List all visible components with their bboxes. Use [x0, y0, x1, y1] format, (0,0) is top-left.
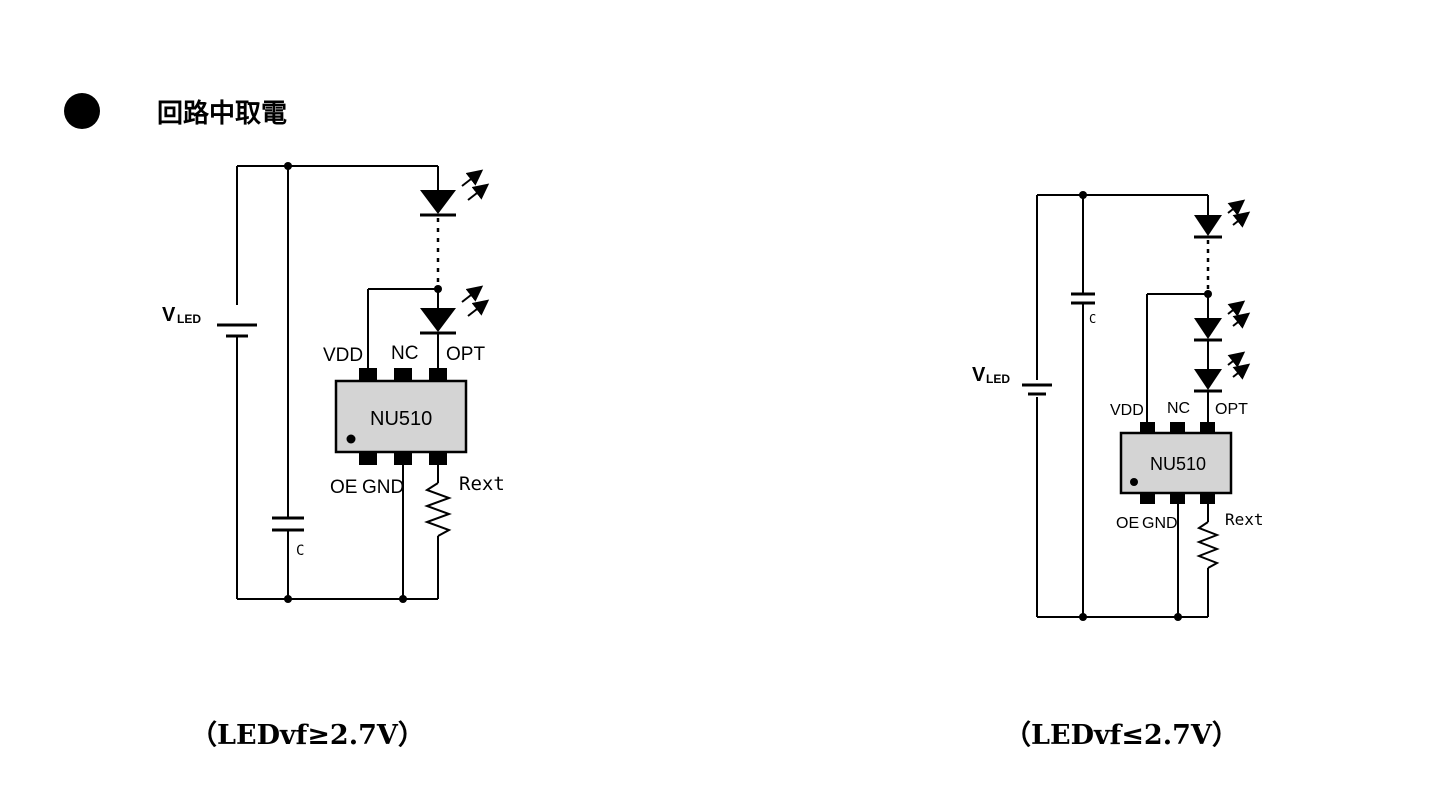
supply-label: V	[972, 364, 986, 386]
circuit-diagram-right: V LED C	[972, 191, 1264, 621]
chip-label: NU510	[370, 408, 432, 430]
led-icon	[420, 285, 490, 335]
led-icon	[1194, 300, 1251, 342]
capacitor-label: C	[1089, 312, 1096, 326]
chip-nu510	[1119, 422, 1233, 504]
pin-label-gnd: GND	[362, 477, 404, 498]
capacitor-label: C	[296, 543, 304, 559]
led-icon	[1194, 351, 1251, 393]
resistor-label: Rext	[459, 473, 505, 495]
pin-label-oe: OE	[330, 477, 357, 498]
pin-label-nc: NC	[1167, 400, 1190, 417]
pin-label-opt: OPT	[1215, 401, 1248, 418]
circuit-diagram-left: V LED C VDD NC OP	[162, 162, 505, 603]
led-icon	[420, 169, 490, 217]
supply-subscript: LED	[177, 312, 201, 326]
resistor-icon	[1196, 521, 1220, 569]
pin-label-gnd: GND	[1142, 515, 1178, 532]
capacitor-icon	[272, 516, 304, 532]
supply-subscript: LED	[986, 372, 1010, 386]
caption-right: （LEDvf≤2.7V）	[1004, 720, 1239, 751]
pin-label-opt: OPT	[446, 344, 485, 365]
caption-left: （LEDvf≥2.7V）	[190, 720, 425, 751]
pin-label-oe: OE	[1116, 515, 1139, 532]
resistor-label: Rext	[1225, 510, 1264, 529]
bullet-dot-icon	[64, 93, 100, 129]
pin-label-nc: NC	[391, 343, 418, 364]
battery-icon	[217, 305, 257, 338]
pin-label-vdd: VDD	[1110, 402, 1144, 419]
page-title: 回路中取電	[157, 98, 287, 129]
supply-label: V	[162, 304, 176, 326]
pin-label-vdd: VDD	[323, 345, 363, 366]
led-icon	[1194, 199, 1251, 239]
chip-label: NU510	[1150, 454, 1206, 474]
capacitor-icon	[1071, 292, 1095, 305]
resistor-icon	[424, 482, 452, 537]
chip-nu510	[334, 368, 468, 465]
battery-icon	[1022, 380, 1052, 397]
